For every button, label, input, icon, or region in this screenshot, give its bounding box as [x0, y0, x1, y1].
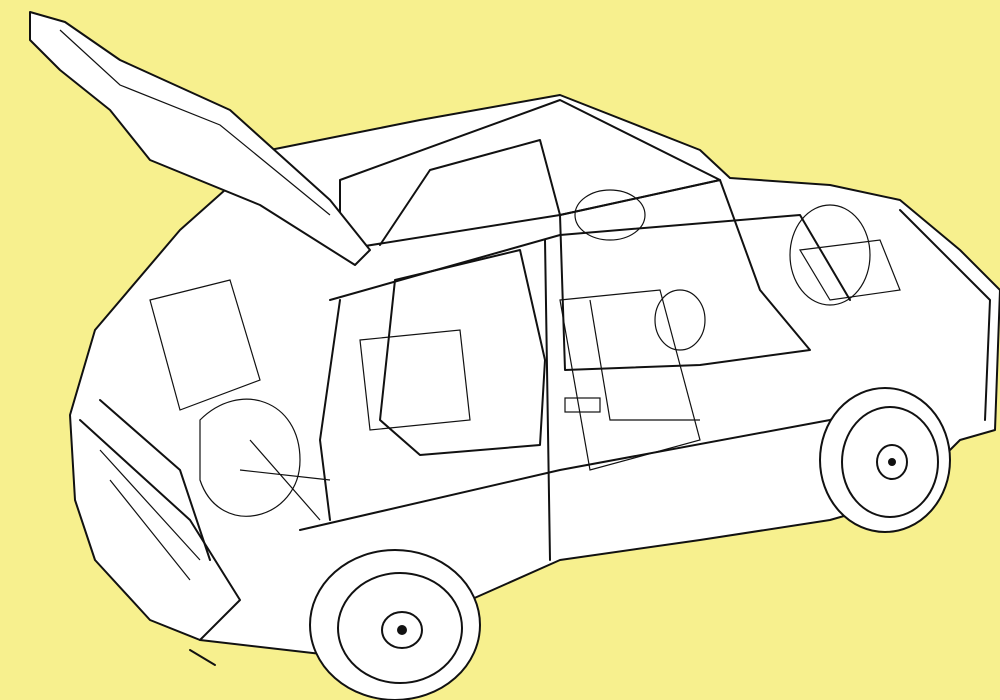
front-wheel: [819, 387, 951, 533]
exhaust-pipe: [189, 649, 216, 666]
rear-wheel: [309, 549, 481, 700]
car-body: [69, 94, 1000, 656]
open-hood: [29, 11, 371, 266]
